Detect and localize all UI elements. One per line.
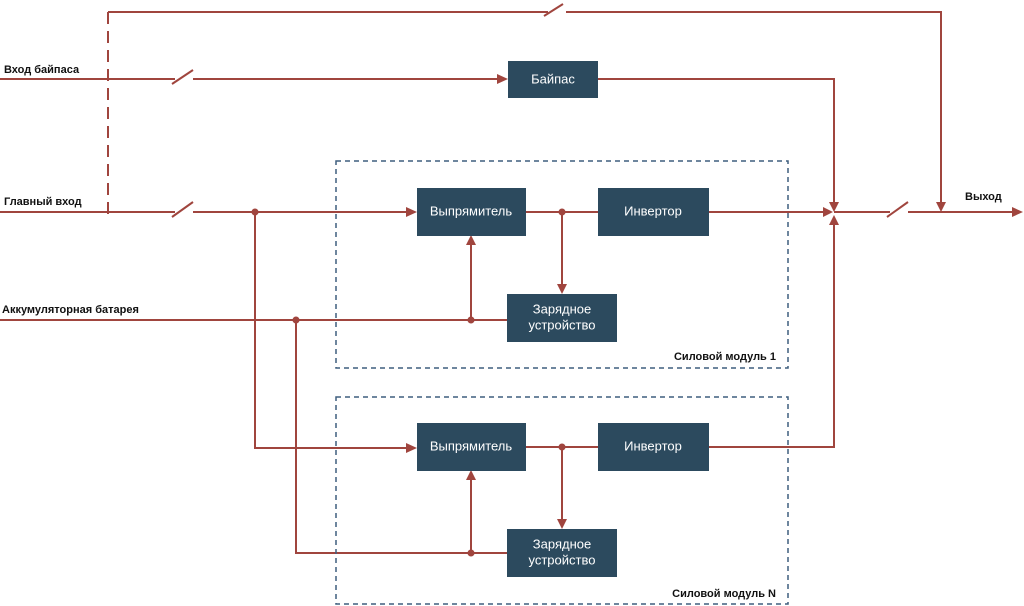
rectifier-block-label: Выпрямитель xyxy=(430,203,513,218)
output-label: Выход xyxy=(965,191,1002,203)
rectifier-block-n: Выпрямитель xyxy=(417,423,526,471)
bypass-block-label: Байпас xyxy=(531,71,575,86)
power-module-1-frame xyxy=(335,160,789,369)
power-module-n-frame xyxy=(335,396,789,605)
charger-block-label-line1: Зарядное xyxy=(533,536,591,551)
module-n-wiring xyxy=(526,215,839,529)
bypass-block: Байпас xyxy=(508,61,598,98)
junction-dot xyxy=(251,208,259,216)
bypass-input-label: Вход байпаса xyxy=(4,64,80,76)
output-line xyxy=(834,201,1023,218)
rectifier-block-label: Выпрямитель xyxy=(430,438,513,453)
inverter-block-n: Инвертор xyxy=(598,423,709,471)
battery-label: Аккумуляторная батарея xyxy=(2,304,139,316)
charger-block-1: Зарядное устройство xyxy=(507,294,617,342)
charger-block-label-line1: Зарядное xyxy=(533,301,591,316)
inverter-block-label: Инвертор xyxy=(624,203,682,218)
main-input-label: Главный вход xyxy=(4,196,82,208)
junction-dot xyxy=(467,549,475,557)
charger-block-label-line2: устройство xyxy=(529,317,596,332)
charger-block-label-line2: устройство xyxy=(529,552,596,567)
maintenance-bypass-line xyxy=(107,3,946,214)
power-module-1-label: Силовой модуль 1 xyxy=(674,351,776,363)
junction-dot xyxy=(558,208,566,216)
junction-dot xyxy=(558,443,566,451)
power-module-n-label: Силовой модуль N xyxy=(672,588,776,600)
inverter-block-1: Инвертор xyxy=(598,188,709,236)
charger-block-n: Зарядное устройство xyxy=(507,529,617,577)
main-input-line xyxy=(0,201,417,453)
inverter-block-label: Инвертор xyxy=(624,438,682,453)
rectifier-block-1: Выпрямитель xyxy=(417,188,526,236)
junction-dot xyxy=(292,316,300,324)
junction-dot xyxy=(467,316,475,324)
battery-line xyxy=(0,235,507,554)
bypass-input-line xyxy=(0,69,839,212)
